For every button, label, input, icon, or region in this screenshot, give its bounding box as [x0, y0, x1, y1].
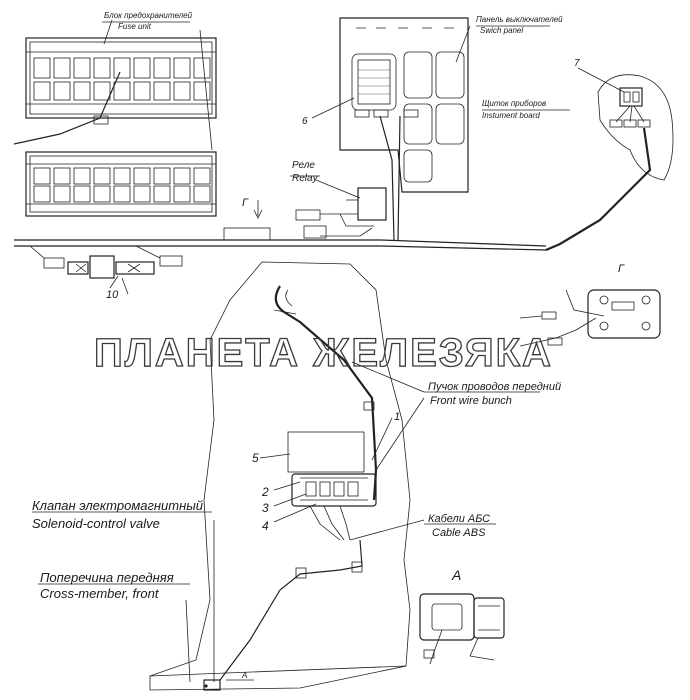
callout-2: 2 — [261, 485, 269, 499]
detail-a — [419, 593, 505, 665]
callout-4: 4 — [262, 519, 269, 533]
main-harness — [14, 209, 547, 259]
instrument-board-label-en: Instument board — [482, 111, 540, 120]
view-mark-g-top: Г — [242, 197, 249, 209]
instrument-board-label-ru: Щиток приборов — [482, 99, 546, 108]
switch-panel-label-ru: Панель выключателей — [476, 15, 563, 24]
callout-5: 5 — [252, 451, 259, 465]
callout-1: 1 — [394, 411, 400, 423]
callout-3-leader — [273, 493, 307, 507]
view-mark-a-arrow: А — [241, 671, 247, 680]
callout-3: 3 — [262, 501, 269, 515]
assembly-10 — [43, 255, 183, 295]
front-wire-bunch-label-ru: Пучок проводов передний — [428, 381, 561, 393]
detail-g — [519, 289, 661, 347]
callout-4-leader — [273, 503, 317, 523]
switch-panel — [339, 17, 471, 241]
callout-1-leader — [371, 417, 393, 461]
cable-abs-label-ru: Кабели АБС — [428, 513, 490, 525]
callout-5-leader — [259, 453, 291, 459]
fuse-row-top — [33, 57, 211, 101]
front-wire-bunch — [273, 285, 425, 501]
solenoid-route — [185, 520, 363, 691]
fuse-row-bottom — [33, 167, 211, 203]
callout-7: 7 — [574, 58, 580, 69]
switch-panel-label-en: Swich panel — [480, 26, 523, 35]
callout-2-leader — [273, 481, 301, 491]
abs-ecu — [287, 431, 425, 541]
cross-member-label-en: Cross-member, front — [40, 586, 160, 601]
callout-10: 10 — [106, 289, 119, 301]
callout-6: 6 — [302, 116, 308, 127]
front-wire-bunch-label-en: Front wire bunch — [430, 395, 512, 407]
view-arrow-g — [253, 200, 263, 219]
cable-abs-label-en: Cable ABS — [432, 527, 486, 539]
callout-10-leader — [109, 275, 119, 289]
solenoid-label-ru: Клапан электромагнитный — [32, 498, 203, 513]
fuse-unit-label-en: Fuse unit — [118, 22, 152, 31]
cab-floor-outline — [149, 261, 411, 691]
fuse-unit-label-ru: Блок предохранителей — [104, 11, 193, 20]
relay-label-ru: Реле — [292, 160, 315, 171]
view-mark-g-detail: Г — [618, 263, 625, 275]
relay — [315, 179, 387, 221]
watermark: ПЛАНЕТА ЖЕЛЕЗЯКА — [94, 331, 553, 375]
relay-label-en: Relay — [292, 173, 319, 184]
solenoid-label-en: Solenoid-control valve — [32, 516, 160, 531]
view-mark-a-detail: А — [451, 567, 461, 583]
instrument-board — [545, 67, 674, 252]
callout-6-leader — [311, 97, 355, 119]
cross-member-label-ru: Поперечина передняя — [40, 570, 174, 585]
fuse-unit — [13, 19, 217, 217]
